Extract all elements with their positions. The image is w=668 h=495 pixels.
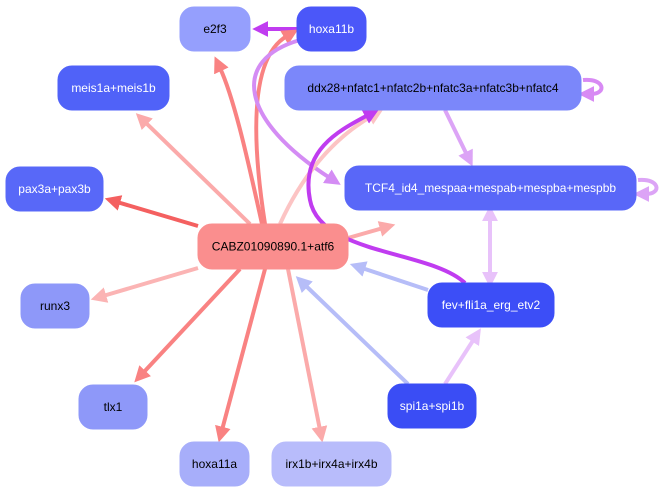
node-tcf4-mesp[interactable]: TCF4_id4_mespaa+mespab+mespba+mespbb <box>344 165 637 211</box>
edge-hub-to-irx <box>286 268 328 443</box>
node-label: pax3a+pax3b <box>18 182 91 196</box>
node-hoxa11a[interactable]: hoxa11a <box>179 441 250 487</box>
node-tlx1[interactable]: tlx1 <box>78 384 148 430</box>
node-box[interactable] <box>179 6 251 52</box>
edge-hub-to-pax3a_pax3b <box>104 195 199 228</box>
node-e2f3[interactable]: e2f3 <box>179 6 251 52</box>
edge-spi1a_spi1b-to-hub <box>295 276 410 386</box>
node-label: fev+fli1a_erg_etv2 <box>442 298 541 312</box>
node-box[interactable] <box>5 166 104 212</box>
node-label: irx1b+irx4a+irx4b <box>285 457 377 471</box>
node-meis1a-meis1b[interactable]: meis1a+meis1b <box>57 65 170 111</box>
node-box[interactable] <box>78 384 148 430</box>
node-label: hoxa11b <box>309 22 354 36</box>
node-runx3[interactable]: runx3 <box>20 283 90 329</box>
edges-layer <box>90 21 659 443</box>
edge-hub-to-meis1a_meis1b <box>135 113 252 226</box>
node-box[interactable] <box>20 283 90 329</box>
edge-hub-to-ddx28_nfatc <box>278 109 384 225</box>
node-box[interactable] <box>271 441 392 487</box>
node-label: spi1a+spi1b <box>400 399 465 413</box>
node-label: meis1a+meis1b <box>71 81 156 95</box>
node-box[interactable] <box>284 65 582 111</box>
node-label: CABZ01090890.1+atf6 <box>212 240 335 254</box>
node-label: runx3 <box>40 299 70 313</box>
edge-hub-to-e2f3 <box>214 56 264 225</box>
edge-hub-to-tcf4_mesp <box>347 221 396 240</box>
node-box[interactable] <box>296 6 367 52</box>
edge-hub-to-tlx1 <box>134 267 242 383</box>
edge-fev_fli1a-to-hub <box>349 261 429 292</box>
node-hoxa11b[interactable]: hoxa11b <box>296 6 367 52</box>
node-box[interactable] <box>344 165 637 211</box>
node-fev-fli1a[interactable]: fev+fli1a_erg_etv2 <box>427 282 555 328</box>
node-label: hoxa11a <box>192 457 237 471</box>
edge-hub-to-hoxa11b <box>254 29 299 225</box>
node-hub[interactable]: CABZ01090890.1+atf6 <box>197 223 349 270</box>
node-box[interactable] <box>427 282 555 328</box>
nodes-layer: e2f3 hoxa11b meis1a+meis1b ddx28+nfatc1+nfa… <box>5 6 637 487</box>
node-box[interactable] <box>387 383 477 429</box>
edge-hoxa11b-to-tcf4_mesp <box>252 38 341 185</box>
edge-ddx28_nfatc-to-tcf4_mesp <box>443 109 473 167</box>
edge-spi1a_spi1b-to-fev_fli1a <box>443 328 481 386</box>
edge-hub-to-hoxa11a <box>215 268 267 443</box>
node-pax3a-pax3b[interactable]: pax3a+pax3b <box>5 166 104 212</box>
edge-ddx28_nfatc-to-ddx28_nfatc <box>578 77 604 102</box>
node-box[interactable] <box>57 65 170 111</box>
edge-tcf4_mesp-to-tcf4_mesp <box>633 177 659 202</box>
node-label: e2f3 <box>203 22 227 36</box>
node-label: TCF4_id4_mespaa+mespab+mespba+mespbb <box>365 181 616 195</box>
node-label: ddx28+nfatc1+nfatc2b+nfatc3a+nfatc3b+nfa… <box>307 81 559 95</box>
node-irx[interactable]: irx1b+irx4a+irx4b <box>271 441 392 487</box>
edge-fev_fli1a-to-ddx28_nfatc <box>306 108 467 285</box>
edge-hub-to-runx3 <box>90 266 199 303</box>
node-ddx28-nfatc[interactable]: ddx28+nfatc1+nfatc2b+nfatc3a+nfatc3b+nfa… <box>284 65 582 111</box>
node-box[interactable] <box>197 223 349 270</box>
node-label: tlx1 <box>104 400 123 414</box>
node-spi1a-spi1b[interactable]: spi1a+spi1b <box>387 383 477 429</box>
node-box[interactable] <box>179 441 250 487</box>
